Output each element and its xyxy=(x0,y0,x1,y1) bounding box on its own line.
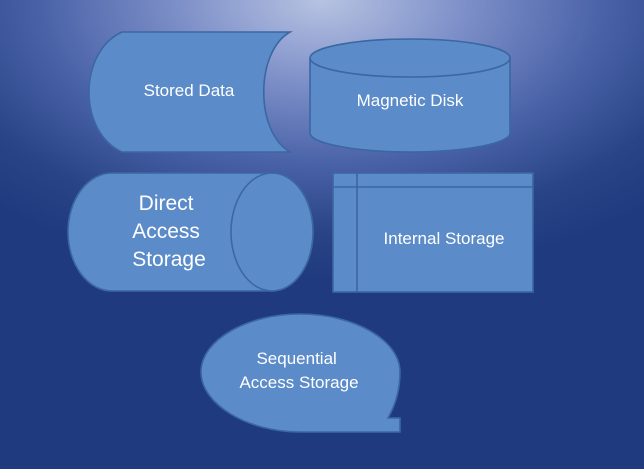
internal-storage-label-line-1: Internal Storage xyxy=(384,229,505,248)
stored-data-shape[interactable] xyxy=(88,31,294,153)
sequential-access-storage-shape[interactable] xyxy=(200,313,401,433)
direct-access-storage-shape-group[interactable]: Direct Access Storage xyxy=(67,172,314,292)
magnetic-disk-label-line-1: Magnetic Disk xyxy=(357,91,464,110)
internal-storage-label: Internal Storage xyxy=(384,229,505,248)
internal-storage-shape-group[interactable]: Internal Storage xyxy=(332,172,534,293)
magnetic-disk-top-rim xyxy=(309,57,511,78)
direct-access-storage-label-line-3: Storage xyxy=(132,248,206,271)
sequential-access-storage-label-line-2: Access Storage xyxy=(239,373,358,392)
sequential-access-storage-label-line-1: Sequential xyxy=(256,349,336,368)
sequential-access-storage-label: Sequential Access Storage xyxy=(239,349,358,392)
direct-access-storage-end-cap xyxy=(230,172,314,292)
direct-access-storage-label-line-1: Direct xyxy=(139,192,194,215)
internal-storage-shape[interactable] xyxy=(332,172,534,293)
sequential-access-storage-shape-group[interactable]: Sequential Access Storage xyxy=(200,313,401,433)
stored-data-label: Stored Data xyxy=(144,81,235,100)
magnetic-disk-shape-group[interactable]: Magnetic Disk xyxy=(309,38,511,153)
stored-data-shape-group[interactable]: Stored Data xyxy=(88,31,294,153)
magnetic-disk-label: Magnetic Disk xyxy=(357,91,464,110)
stored-data-label-line-1: Stored Data xyxy=(144,81,235,100)
direct-access-storage-label-line-2: Access xyxy=(132,220,200,243)
magnetic-disk-body[interactable] xyxy=(309,38,511,153)
direct-access-storage-label: Direct Access Storage xyxy=(132,192,206,271)
